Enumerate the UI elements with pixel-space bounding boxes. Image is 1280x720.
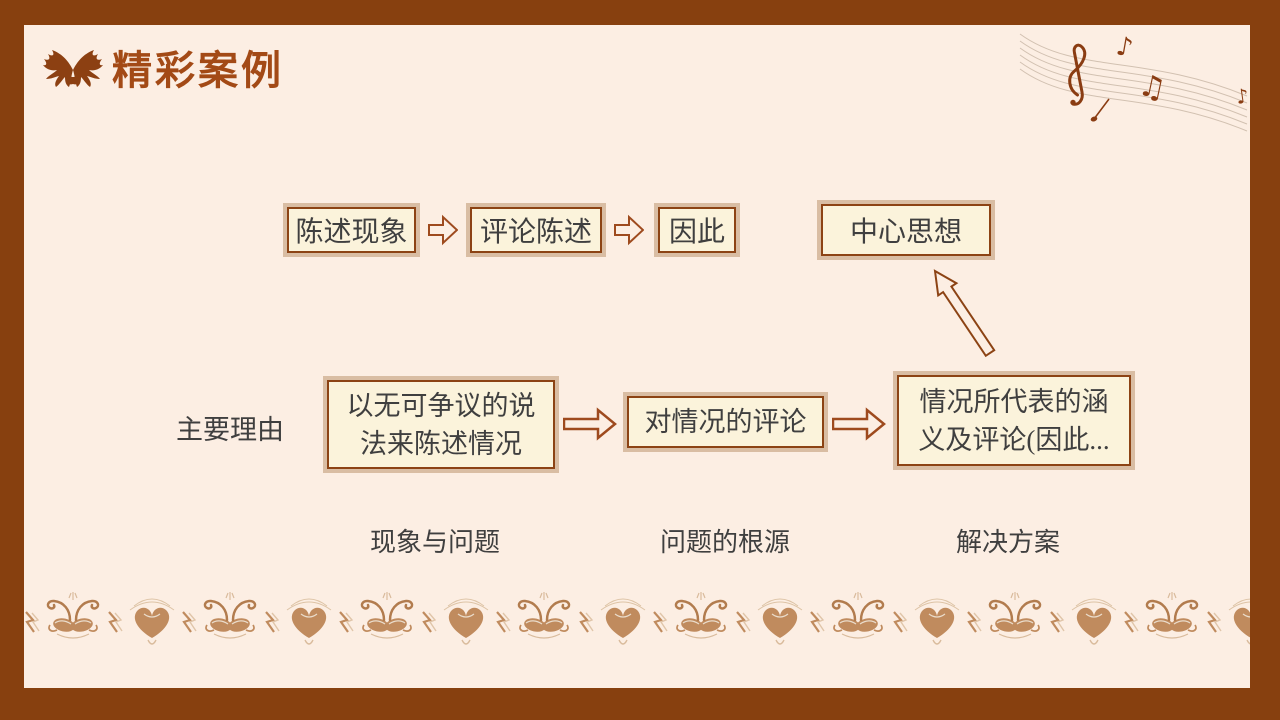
quarter-note-icon xyxy=(1090,98,1110,122)
flow-box-label: 评论陈述 xyxy=(470,207,602,253)
flow-box-line: 情况所代表的涵 xyxy=(919,386,1109,417)
flow-box-meaning-and-comment: 情况所代表的涵 义及评论(因此... xyxy=(893,371,1135,470)
flow-box-label: 陈述现象 xyxy=(287,207,416,253)
flow-box-state-phenomenon: 陈述现象 xyxy=(283,203,420,257)
column-label-solution: 解决方案 xyxy=(955,528,1060,557)
flow-box-label: 中心思想 xyxy=(821,204,991,256)
flow-box-line: 以无可争议的说 xyxy=(346,390,536,421)
up-arrow-icon xyxy=(933,269,996,358)
flow-box-line: 法来陈述情况 xyxy=(360,428,522,459)
column-label-root-of-problem: 问题的根源 xyxy=(659,528,790,557)
column-label-phenomenon-problem: 现象与问题 xyxy=(369,528,500,557)
right-arrow-icon xyxy=(614,214,644,246)
flow-box-label: 因此 xyxy=(658,207,736,253)
flow-box-central-idea: 中心思想 xyxy=(817,200,995,260)
butterfly-flourish-icon xyxy=(43,50,103,87)
swan-heart-ornament-border-icon xyxy=(24,586,1250,656)
treble-clef-icon xyxy=(1068,43,1087,106)
right-arrow-icon xyxy=(428,214,458,246)
flow-box-line: 对情况的评论 xyxy=(644,407,807,437)
side-label-main-reason: 主要理由 xyxy=(176,415,284,445)
right-arrow-icon xyxy=(563,407,617,441)
eighth-note-icon: ♪ xyxy=(1114,31,1136,63)
music-staff-icon: ♪ ♫ ♪ xyxy=(1019,31,1250,132)
flow-box-comment-on-situation: 对情况的评论 xyxy=(623,392,828,452)
page-title: 精彩案例 xyxy=(112,49,284,93)
flow-box-therefore: 因此 xyxy=(654,203,740,257)
slide-background xyxy=(24,25,1250,688)
flow-box-line: 义及评论(因此... xyxy=(918,424,1110,455)
flow-box-comment-statement: 评论陈述 xyxy=(466,203,606,257)
beamed-note-icon: ♫ xyxy=(1135,68,1169,108)
flow-box-indisputable-statement: 以无可争议的说 法来陈述情况 xyxy=(323,376,559,473)
right-arrow-icon xyxy=(832,407,886,441)
edge-note-icon: ♪ xyxy=(1234,83,1250,109)
